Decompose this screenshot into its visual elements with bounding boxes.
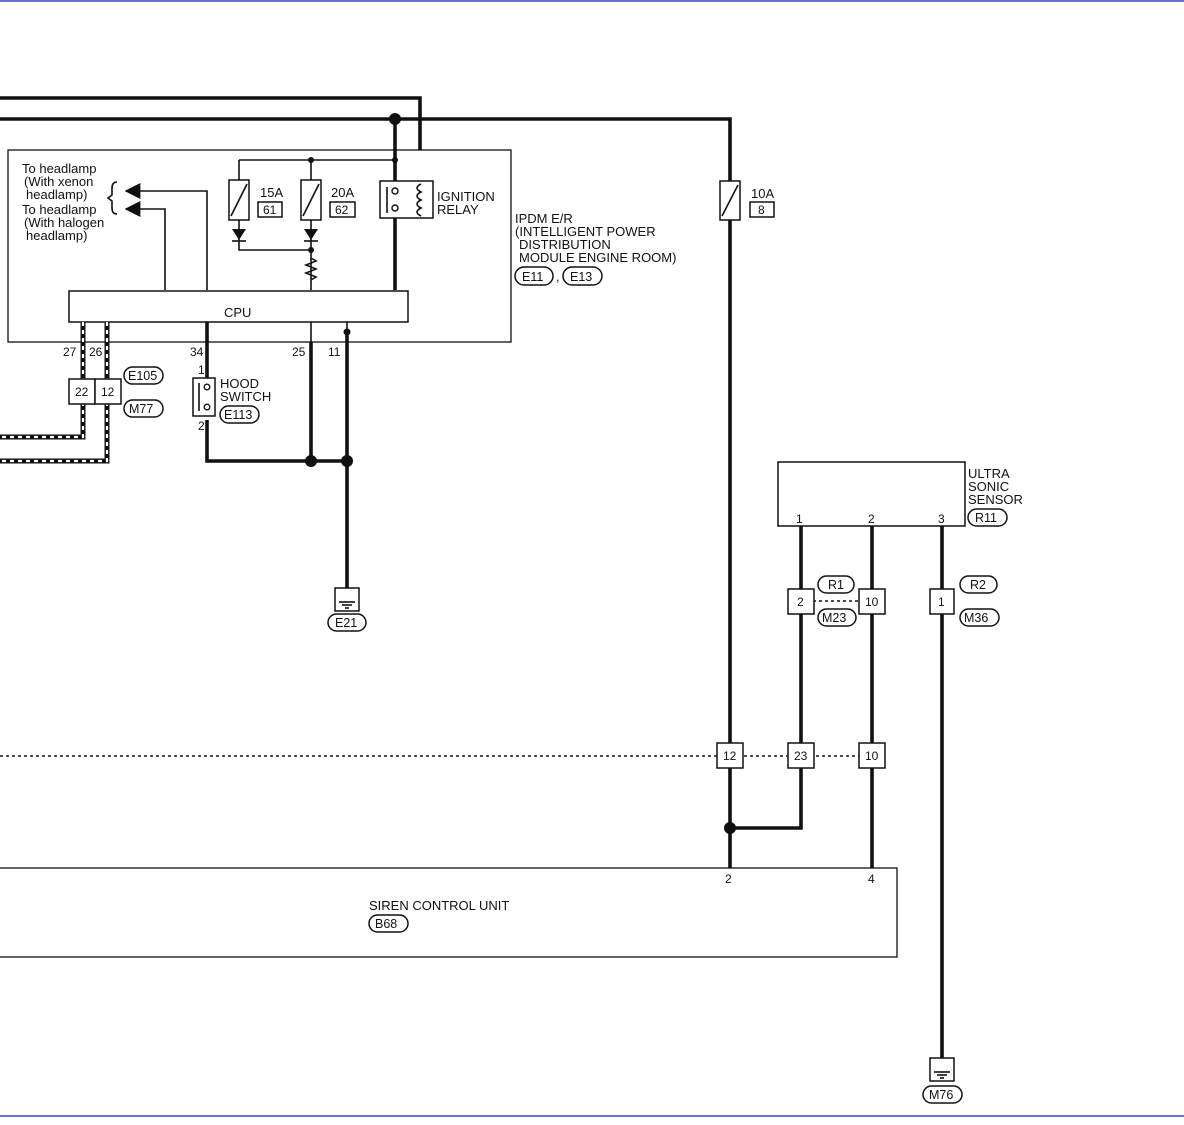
connector-r2: R2 bbox=[970, 578, 986, 592]
svg-text:headlamp): headlamp) bbox=[26, 228, 87, 243]
headlamp-brace bbox=[106, 181, 118, 215]
ipdm-pin-26: 26 bbox=[89, 345, 103, 359]
splice-siren-pin2 bbox=[724, 822, 736, 834]
svg-text:IGNITION: IGNITION bbox=[437, 189, 495, 204]
fuse-15a-rating: 15A bbox=[260, 185, 283, 200]
svg-text:SWITCH: SWITCH bbox=[220, 389, 271, 404]
svg-text:SENSOR: SENSOR bbox=[968, 492, 1023, 507]
svg-text:HOOD: HOOD bbox=[220, 376, 259, 391]
row-joint-10: 10 bbox=[865, 749, 879, 763]
cpu-box bbox=[68, 290, 409, 323]
shielded-wire-27 bbox=[0, 322, 86, 440]
row-joint-12: 12 bbox=[723, 749, 737, 763]
joint-r2-cell bbox=[929, 588, 955, 615]
svg-text:RELAY: RELAY bbox=[437, 202, 479, 217]
ultrasonic-pin-1: 1 bbox=[796, 512, 803, 526]
siren-control-unit-box bbox=[0, 867, 898, 958]
hood-switch-icon bbox=[192, 377, 216, 417]
svg-text:(INTELLIGENT POWER: (INTELLIGENT POWER bbox=[515, 224, 656, 239]
connector-m23: M23 bbox=[822, 611, 846, 625]
svg-text:SONIC: SONIC bbox=[968, 479, 1009, 494]
siren-pin-2: 2 bbox=[725, 872, 732, 886]
svg-text:To headlamp: To headlamp bbox=[22, 161, 96, 176]
svg-text:headlamp): headlamp) bbox=[26, 187, 87, 202]
headlamp-halogen-label: To headlamp (With halogen headlamp) bbox=[22, 202, 104, 243]
ultrasonic-sensor-box bbox=[777, 461, 966, 527]
siren-pin-4: 4 bbox=[868, 872, 875, 886]
ultrasonic-sensor-label: ULTRA SONIC SENSOR bbox=[968, 466, 1023, 507]
fuse-10a-rating: 10A bbox=[751, 186, 774, 201]
siren-control-unit-title: SIREN CONTROL UNIT bbox=[369, 898, 509, 913]
fuse-20a-rating: 20A bbox=[331, 185, 354, 200]
resistor-icon bbox=[303, 257, 319, 281]
wire-headlamp-halogen bbox=[124, 201, 166, 290]
row-joint-23: 23 bbox=[794, 749, 808, 763]
joint-e105-right: 12 bbox=[101, 385, 115, 399]
fuse-15a-number: 61 bbox=[263, 203, 277, 217]
wire-top-inner bbox=[0, 117, 732, 868]
ground-e21-icon bbox=[334, 587, 360, 612]
cpu-label: CPU bbox=[224, 305, 251, 320]
joint-r1-left: 2 bbox=[797, 595, 804, 609]
joint-r1-left-cell bbox=[787, 588, 815, 615]
ipdm-title: IPDM E/R (INTELLIGENT POWER DISTRIBUTION… bbox=[515, 211, 676, 265]
joint-r1-right: 10 bbox=[865, 595, 879, 609]
connector-r11: R11 bbox=[975, 511, 997, 525]
relay-coil-icon bbox=[416, 183, 423, 217]
ground-m76-icon bbox=[929, 1057, 955, 1082]
joint-r2-pin: 1 bbox=[938, 595, 945, 609]
joint-r1-right-cell bbox=[858, 588, 886, 615]
connector-r1: R1 bbox=[828, 578, 844, 592]
svg-text:MODULE ENGINE ROOM): MODULE ENGINE ROOM) bbox=[519, 250, 676, 265]
ground-e21: E21 bbox=[335, 616, 357, 630]
svg-text:To headlamp: To headlamp bbox=[22, 202, 96, 217]
connector-e105: E105 bbox=[128, 369, 157, 383]
ipdm-connector-e13: E13 bbox=[570, 270, 592, 284]
splice-bus-right bbox=[392, 157, 398, 163]
ipdm-pin-34: 34 bbox=[190, 345, 204, 359]
hood-switch-label: HOOD SWITCH bbox=[220, 376, 271, 404]
ipdm-pin-25: 25 bbox=[292, 345, 306, 359]
fuse-20a-number: 62 bbox=[335, 203, 349, 217]
hood-switch-pin-1: 1 bbox=[198, 363, 205, 377]
splice-pin25 bbox=[305, 455, 317, 467]
connector-m77: M77 bbox=[129, 402, 153, 416]
joint-e105-right-cell bbox=[94, 378, 122, 405]
svg-text:ULTRA: ULTRA bbox=[968, 466, 1010, 481]
wire-headlamp-xenon bbox=[124, 183, 208, 290]
svg-text:(With halogen: (With halogen bbox=[24, 215, 104, 230]
connector-b68: B68 bbox=[375, 917, 397, 931]
ipdm-connector-separator: , bbox=[556, 270, 559, 284]
ignition-relay-label: IGNITION RELAY bbox=[437, 189, 495, 217]
row-joint-cell-23 bbox=[787, 742, 815, 769]
svg-text:(With xenon: (With xenon bbox=[24, 174, 93, 189]
diode-20a-icon bbox=[304, 229, 318, 240]
wire-sensor-pin1 bbox=[730, 526, 803, 830]
ipdm-pin-11: 11 bbox=[328, 345, 341, 359]
row-joint-cell-10 bbox=[858, 742, 886, 769]
ground-m76: M76 bbox=[929, 1088, 953, 1102]
shielded-wire-26 bbox=[0, 322, 110, 464]
ipdm-pin-27: 27 bbox=[63, 345, 77, 359]
row-joint-cell-12 bbox=[716, 742, 744, 769]
diode-15a-icon bbox=[232, 229, 246, 240]
splice-pin11 bbox=[341, 455, 353, 467]
joint-e105-left: 22 bbox=[75, 385, 89, 399]
connector-e113: E113 bbox=[224, 408, 252, 422]
wire-hood-switch bbox=[205, 322, 347, 463]
hood-switch-pin-2: 2 bbox=[198, 419, 205, 433]
ultrasonic-pin-2: 2 bbox=[868, 512, 875, 526]
ultrasonic-pin-3: 3 bbox=[938, 512, 945, 526]
ipdm-connector-e11: E11 bbox=[522, 270, 543, 284]
connector-m36: M36 bbox=[964, 611, 988, 625]
fuse-10a-number: 8 bbox=[758, 203, 765, 217]
svg-text:DISTRIBUTION: DISTRIBUTION bbox=[519, 237, 611, 252]
headlamp-xenon-label: To headlamp (With xenon headlamp) bbox=[22, 161, 96, 202]
svg-text:IPDM E/R: IPDM E/R bbox=[515, 211, 573, 226]
ignition-relay-icon bbox=[379, 180, 434, 219]
